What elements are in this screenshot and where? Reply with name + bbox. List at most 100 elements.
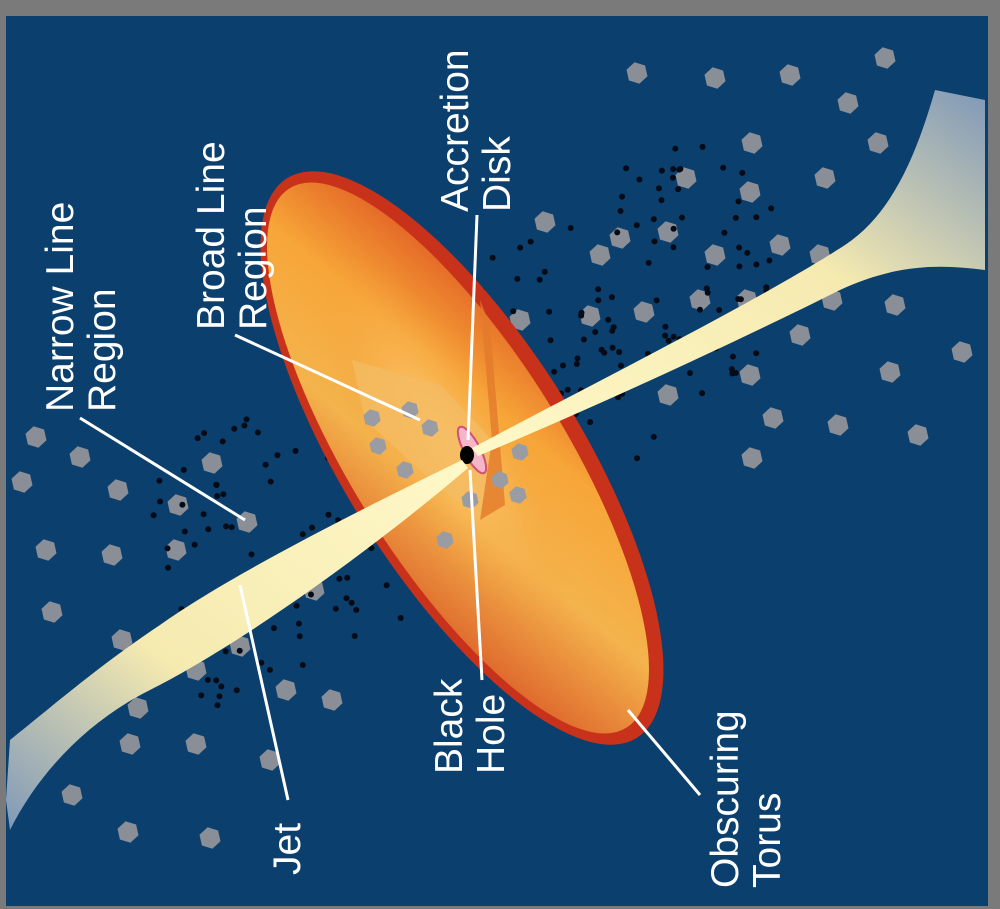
dot (198, 692, 205, 699)
cloud (534, 211, 556, 233)
dot (617, 208, 624, 214)
label-obscuring-torus: Obscuring Torus (704, 710, 789, 888)
dot (650, 433, 657, 440)
dot (768, 205, 775, 212)
dot (670, 244, 677, 251)
dot (231, 425, 238, 432)
dot (729, 353, 736, 360)
cloud (884, 294, 906, 316)
label-black-hole: Black Hole (428, 678, 513, 774)
dot (292, 447, 299, 454)
cloud (879, 361, 901, 383)
dot (658, 197, 665, 204)
cloud (41, 601, 63, 623)
dot (397, 615, 404, 621)
cloud (837, 92, 859, 114)
dot (222, 648, 229, 655)
dot (739, 169, 746, 176)
narrow-line-clouds (11, 47, 973, 849)
dot (729, 370, 736, 377)
dot (735, 198, 742, 205)
dot (736, 263, 743, 270)
dot (699, 390, 706, 397)
dot (325, 511, 332, 518)
inner-cloud (461, 491, 479, 509)
label-broad-line-region-line1: Broad Line (190, 141, 233, 330)
cloud (907, 424, 929, 446)
cloud (11, 471, 33, 493)
dot (574, 355, 581, 362)
dot (383, 582, 390, 589)
dot (651, 238, 658, 245)
inner-cloud (421, 419, 439, 437)
dot (653, 297, 660, 304)
dot (295, 620, 302, 627)
dot (609, 327, 616, 334)
dot (560, 362, 566, 369)
dot (213, 482, 220, 488)
cloud (814, 167, 836, 189)
dot (608, 294, 615, 301)
dot (675, 186, 682, 193)
cloud (579, 305, 601, 327)
dot (595, 286, 602, 293)
dot (728, 366, 735, 373)
dot (753, 214, 760, 221)
dot (348, 599, 355, 606)
dot (218, 683, 225, 690)
dot (662, 332, 669, 339)
dot (541, 268, 548, 275)
dot (672, 145, 679, 152)
torus-cutaway (352, 360, 492, 520)
cloud (704, 244, 726, 266)
cloud (769, 234, 791, 256)
cloud (739, 181, 761, 203)
dot (605, 316, 612, 323)
black-hole-leader (468, 469, 484, 681)
dot (645, 259, 652, 266)
dot (536, 276, 543, 283)
torus-cutaway-shade (480, 300, 505, 520)
accretion-disk-leader (466, 214, 479, 441)
cloud (117, 821, 139, 843)
dot (194, 435, 201, 442)
cloud (101, 544, 123, 566)
dot (343, 595, 350, 602)
dot (254, 429, 261, 436)
dot (180, 466, 187, 473)
dot (258, 659, 265, 666)
label-black-hole-line2: Hole (470, 694, 513, 774)
cloud (509, 309, 531, 331)
dot (332, 605, 339, 612)
label-broad-line-region-line2: Region (232, 206, 275, 330)
cloud (127, 697, 149, 719)
torus-leader (626, 709, 702, 796)
cloud (25, 426, 47, 448)
dot (587, 419, 594, 426)
cloud (111, 629, 133, 651)
label-narrow-line-region-line1: Narrow Line (39, 202, 82, 412)
dot (510, 308, 517, 315)
dot (248, 551, 255, 558)
dot (299, 662, 306, 668)
dot (296, 633, 303, 640)
dot (489, 254, 496, 261)
cloud (779, 64, 801, 86)
narrow-line-leader (79, 416, 246, 522)
inner-cloud (491, 471, 509, 489)
cloud (874, 47, 896, 69)
dot (592, 329, 599, 335)
label-accretion-disk: Accretion Disk (434, 49, 519, 212)
cloud (107, 479, 129, 501)
dot (220, 491, 227, 498)
dot (716, 307, 723, 313)
dot (677, 165, 684, 172)
dot (732, 214, 739, 221)
dot (662, 323, 669, 330)
inner-cloud (369, 437, 387, 455)
cloud (633, 301, 655, 323)
cloud (199, 827, 221, 849)
dot (309, 524, 315, 531)
dot (228, 524, 235, 531)
